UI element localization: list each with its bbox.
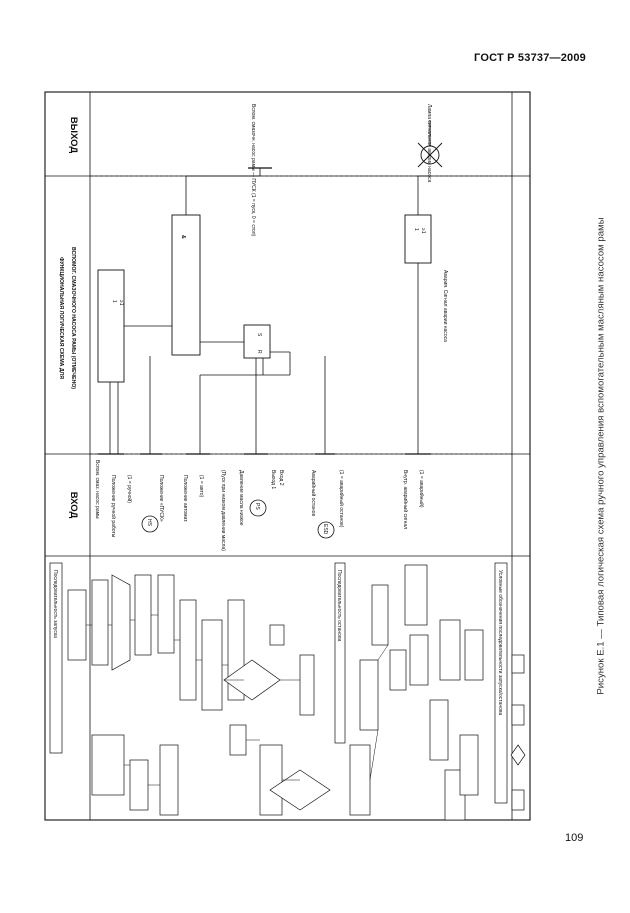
or-gate — [97, 269, 125, 383]
signal-lamp-icon — [417, 120, 443, 168]
svg-text:Давление масла низкое: Давление масла низкое — [238, 470, 244, 526]
legend-manual-icon — [511, 789, 525, 811]
svg-text:(1 = аварийный останов): (1 = аварийный останов) — [338, 470, 345, 528]
svg-text:PS: PS — [254, 503, 260, 510]
stop-title-box — [334, 562, 346, 744]
svg-text:ESD: ESD — [322, 524, 328, 535]
header-logic-1: ФУНКЦИОНАЛЬНАЯ ЛОГИЧЕСКАЯ СХЕМА ДЛЯ — [58, 257, 64, 379]
svg-text:Авария. Сигнал аварии насоса: Авария. Сигнал аварии насоса — [442, 270, 448, 342]
svg-text:1: 1 — [111, 300, 117, 303]
legend-mode-icon — [511, 704, 525, 726]
svg-text:Последовательность запуска: Последовательность запуска — [52, 570, 58, 638]
figure-caption: Рисунок Е.1 — Типовая логическая схема р… — [595, 217, 607, 695]
svg-text:Внутр. аварийный сигнал: Внутр. аварийный сигнал — [402, 470, 409, 529]
standard-header: ГОСТ Р 53737—2009 — [474, 52, 586, 64]
svg-text:Положение «ПУСК»: Положение «ПУСК» — [158, 475, 164, 522]
svg-text:S: S — [256, 333, 262, 337]
svg-text:Условные обозначения последова: Условные обозначения последовательности … — [497, 570, 503, 715]
sr-flipflop — [243, 324, 271, 359]
svg-text:(1 = аварийный): (1 = аварийный) — [418, 470, 425, 508]
page-number: 109 — [565, 832, 584, 844]
start-title-box — [49, 562, 63, 754]
header-output: ВЫХОД — [68, 117, 79, 154]
svg-text:≥1: ≥1 — [420, 228, 426, 234]
figure-caption-container: Рисунок Е.1 — Типовая логическая схема р… — [590, 92, 612, 820]
svg-text:1: 1 — [413, 228, 419, 231]
legend-title-box — [494, 562, 508, 804]
ps-switch-icon — [249, 499, 267, 517]
svg-text:Положение ручной работы: Положение ручной работы — [110, 475, 117, 538]
svg-text:Положение автомат.: Положение автомат. — [182, 475, 188, 522]
diagram-frame — [44, 91, 531, 821]
or-gate-2 — [404, 214, 432, 264]
svg-text:&: & — [180, 235, 186, 239]
legend-operation-icon — [511, 654, 525, 674]
svg-text:Последовательность останова: Последовательность останова — [336, 570, 342, 642]
svg-text:Лампа сигнальная аварии насоса: Лампа сигнальная аварии насоса — [426, 104, 432, 182]
svg-text:Вспом. смазочн. насос рамы — П: Вспом. смазочн. насос рамы — ПУСК (1 = п… — [250, 104, 256, 237]
header-input: ВХОД — [68, 492, 79, 519]
svg-text:(1 = авто): (1 = авто) — [198, 475, 204, 497]
hs-switch-icon — [141, 515, 159, 533]
svg-text:R: R — [256, 350, 262, 354]
svg-text:HS: HS — [146, 519, 152, 527]
svg-text:Аварийный останов: Аварийный останов — [310, 470, 317, 516]
svg-text:Вход 2: Вход 2 — [278, 470, 284, 486]
header-logic-2: ВСПОМОГ. СМАЗОЧНОГО НАСОСА РАМЫ (ОТМЕЧЕН… — [70, 247, 76, 389]
esd-switch-icon — [317, 521, 335, 539]
svg-text:Выход 1: Выход 1 — [270, 470, 276, 489]
svg-text:(1 = ручной): (1 = ручной) — [126, 475, 133, 503]
legend-condition-icon — [510, 744, 526, 766]
svg-text:(Пуск при низком давлении масл: (Пуск при низком давлении масла) — [220, 470, 226, 551]
input-header: Вспом. смаз. насос рамы — [94, 460, 100, 519]
svg-text:≥1: ≥1 — [118, 300, 124, 306]
